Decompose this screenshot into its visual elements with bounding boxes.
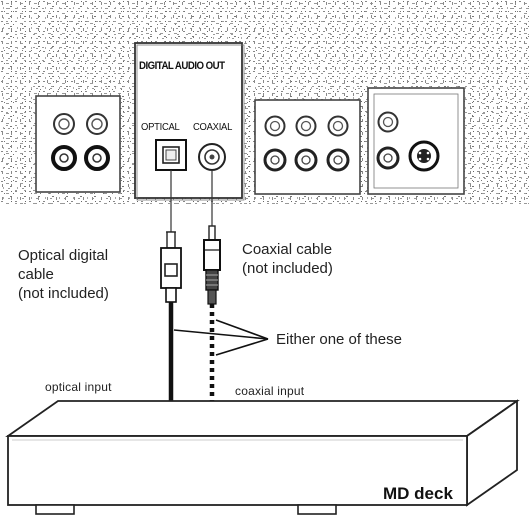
optical-port-label: OPTICAL (141, 121, 180, 133)
left-terminal-group (35, 95, 121, 193)
digital-audio-out-label: DIGITAL AUDIO OUT (139, 60, 225, 72)
either-one-note: Either one of these (276, 331, 402, 348)
optical-cable (160, 170, 182, 412)
coaxial-cable-label-line1: Coaxial cable (242, 241, 333, 258)
optical-jack (155, 139, 187, 171)
coaxial-cable (203, 170, 221, 412)
right-terminal-group (367, 87, 465, 195)
optical-cable-label: Optical digital cable (not included) (18, 246, 109, 303)
coaxial-cable-label-line2: (not included) (242, 260, 333, 277)
md-deck (5, 399, 520, 515)
md-deck-label: MD deck (383, 484, 453, 503)
coaxial-jack (198, 143, 226, 171)
digital-audio-out-panel (134, 42, 245, 201)
coaxial-input-label: coaxial input (235, 384, 305, 398)
optical-input-label: optical input (45, 380, 112, 394)
coaxial-cable-label: Coaxial cable (not included) (242, 240, 333, 278)
note-pointer-lines (173, 319, 269, 356)
optical-cable-label-line3: (not included) (18, 285, 109, 302)
middle-terminal-group (254, 99, 361, 195)
optical-cable-label-line1: Optical digital (18, 247, 109, 264)
coaxial-port-label: COAXIAL (193, 121, 233, 133)
optical-cable-label-line2: cable (18, 266, 54, 283)
